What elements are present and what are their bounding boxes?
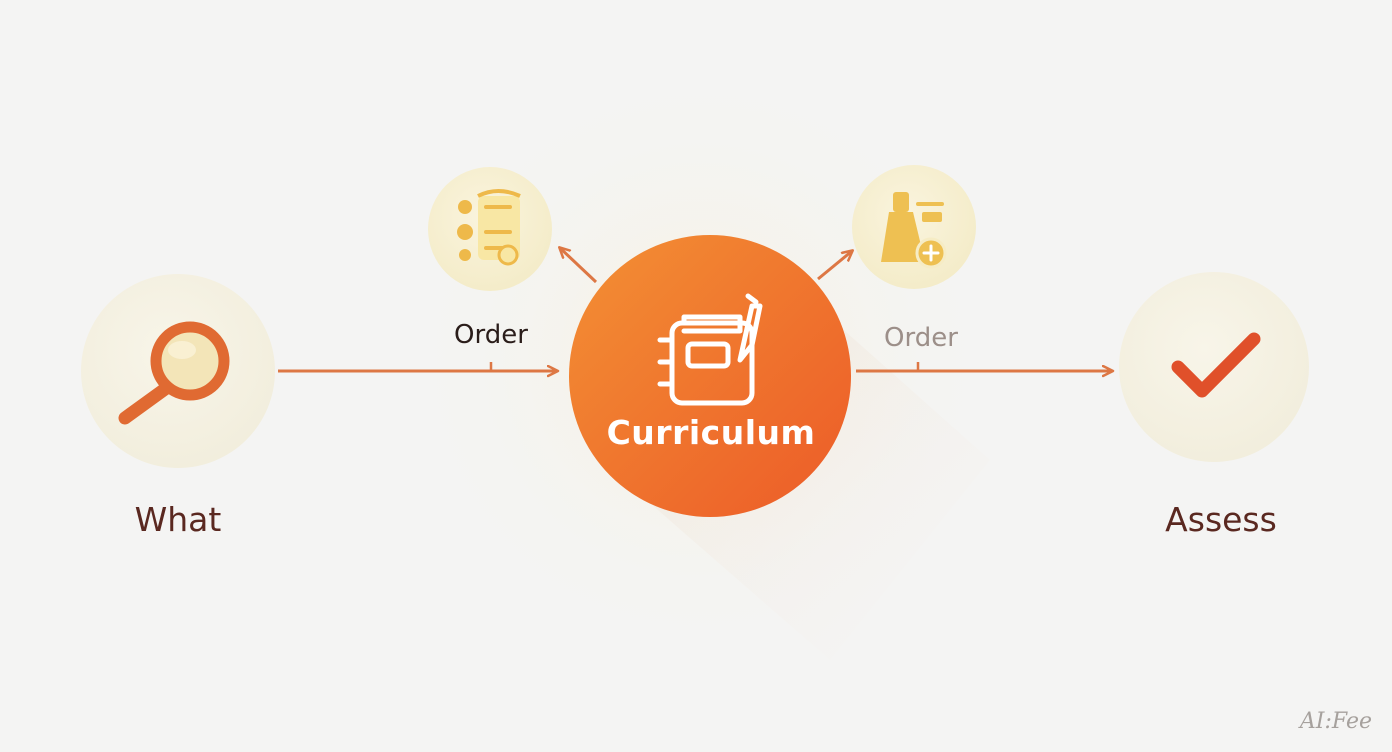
checklist-icon xyxy=(457,189,521,266)
curriculum-node xyxy=(569,235,851,517)
what-node xyxy=(81,274,275,468)
notebook-pen-icon xyxy=(657,293,763,406)
order-right-node xyxy=(852,165,976,289)
order-left-node xyxy=(428,167,552,291)
what-label: What xyxy=(134,500,222,539)
checkmark-icon xyxy=(1171,332,1261,398)
order-left-label: Order xyxy=(454,320,528,350)
magnifier-icon xyxy=(118,321,230,425)
watermark: AI:Fee xyxy=(1299,709,1372,734)
assess-node xyxy=(1119,272,1309,462)
order-right-label: Order xyxy=(884,323,958,353)
connectors xyxy=(278,248,1112,371)
assess-label: Assess xyxy=(1165,500,1277,539)
arrow-curriculum-to-order-left xyxy=(560,248,598,284)
curriculum-label: Curriculum xyxy=(606,413,816,452)
lab-flask-icon xyxy=(881,192,947,269)
arrow-curriculum-to-order-right xyxy=(817,251,852,281)
